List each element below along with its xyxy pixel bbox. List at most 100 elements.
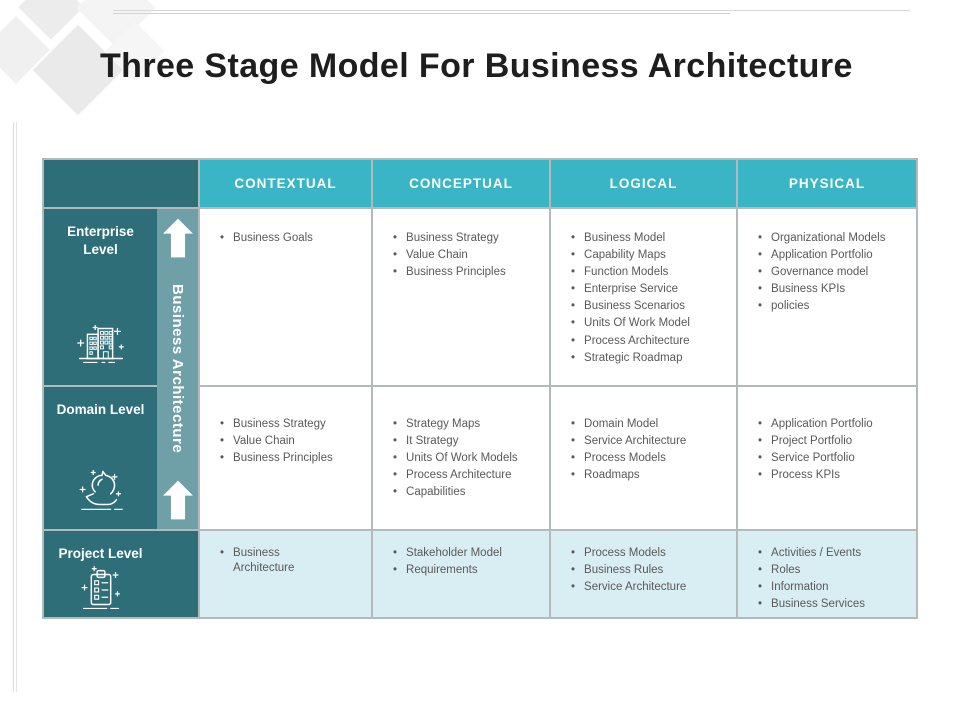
bullet-glyph: •	[758, 547, 763, 559]
row-label-text: Enterprise Level	[67, 224, 134, 257]
bullet-glyph: •	[571, 564, 576, 577]
bullet-item-text: Service Portfolio	[771, 452, 855, 465]
bullet-glyph: •	[758, 249, 763, 262]
cell-project-level-logical: •Process Models•Business Rules•Service A…	[551, 531, 736, 617]
bullet-item: •Business Model	[571, 231, 730, 246]
bullet-item: •Business Rules	[571, 563, 730, 578]
left-accent-line	[13, 122, 14, 692]
cell-enterprise-level-physical: •Organizational Models•Application Portf…	[738, 209, 916, 385]
bullet-item-text: Process KPIs	[771, 469, 841, 482]
bullet-item-text: Process Architecture	[584, 334, 690, 347]
bullet-item: • Business Scenarios	[571, 299, 730, 314]
bullet-item: •Information	[758, 580, 910, 595]
bullet-item: •Function Models	[571, 265, 730, 280]
bullet-item-text: Business Scenarios	[584, 300, 686, 313]
bullet-item: •Capability Maps	[571, 248, 730, 263]
bullet-glyph: •	[571, 300, 576, 313]
bullet-item-text: Business Model	[584, 232, 666, 244]
bullet-item-text: Domain Model	[584, 418, 659, 430]
bullet-glyph: •	[393, 266, 398, 279]
header-divider-line	[113, 13, 730, 14]
bullet-item: •Process Models	[571, 451, 730, 466]
bullet-item-text: Capability Maps	[584, 249, 666, 262]
column-header-label: PHYSICAL	[788, 176, 866, 191]
bullet-glyph: •	[758, 266, 763, 279]
bullet-glyph: •	[571, 435, 576, 448]
column-header-logical: LOGICAL	[551, 160, 736, 207]
column-header-conceptual: CONCEPTUAL	[373, 160, 549, 207]
bullet-list: • Business Goals	[220, 231, 365, 246]
bullet-item-text: Information	[771, 581, 829, 594]
bullet-item-text: Governance model	[771, 266, 869, 279]
bullet-item-text: Strategic Roadmap	[584, 351, 683, 364]
bullet-glyph: •	[571, 469, 576, 482]
bullet-item-text: Project Portfolio	[771, 435, 853, 448]
column-header-label: CONTEXTUAL	[234, 176, 337, 191]
bullet-item-text: Stakeholder Model	[406, 547, 502, 559]
left-accent-line	[16, 122, 17, 692]
bullet-item: • Service Architecture	[571, 434, 730, 449]
bullet-item-text: Service Architecture	[584, 435, 687, 448]
bullet-glyph: •	[393, 452, 398, 465]
bullet-glyph: •	[571, 547, 576, 559]
bullet-glyph: •	[393, 435, 398, 448]
bullet-item: •Units Of Work Models	[393, 451, 543, 466]
building-icon	[70, 317, 132, 371]
bullet-glyph: •	[758, 598, 763, 611]
bullet-item-text: Process Architecture	[406, 469, 512, 482]
bullet-item: • Governance model	[758, 265, 910, 280]
bullet-glyph: •	[758, 469, 763, 482]
bullet-glyph: •	[220, 232, 225, 244]
bullet-list: •Strategy Maps•It Strategy•Units Of Work…	[393, 417, 543, 500]
page-title: Three Stage Model For Business Architect…	[100, 46, 853, 85]
bullet-item: •Service Architecture	[571, 580, 730, 595]
bullet-glyph: •	[220, 418, 225, 430]
bullet-item-text: Business Goals	[233, 232, 313, 244]
bullet-glyph: •	[758, 418, 763, 430]
cell-project-level-conceptual: •Stakeholder Model•Requirements	[373, 531, 549, 617]
bullet-list: •Organizational Models•Application Portf…	[758, 231, 910, 314]
bullet-item: •Business Principles	[393, 265, 543, 280]
bullet-item: •Value Chain	[393, 248, 543, 263]
bullet-glyph: •	[571, 581, 576, 594]
bullet-item-text: Roles	[771, 564, 801, 577]
bullet-glyph: •	[220, 435, 225, 448]
row-label-text: Project Level	[58, 546, 143, 561]
bullet-item: • Process KPIs	[758, 468, 910, 483]
bullet-item: •Activities / Events	[758, 546, 910, 561]
bullet-item-text: Organizational Models	[771, 232, 886, 244]
bullet-item-text: Capabilities	[406, 486, 466, 499]
bullet-item: •Value Chain	[220, 434, 365, 449]
bullet-list: •Business Strategy•Value Chain•Business …	[220, 417, 365, 466]
bullet-item: •Service Portfolio	[758, 451, 910, 466]
cell-project-level-contextual: •Business Architecture	[200, 531, 371, 617]
bullet-item: •Units Of Work Model	[571, 316, 730, 331]
bullet-list: •Stakeholder Model•Requirements	[393, 546, 543, 578]
bullet-item: •Roadmaps	[571, 468, 730, 483]
chess-knight-icon	[70, 461, 132, 515]
column-header-label: LOGICAL	[609, 176, 678, 191]
bullet-glyph: •	[393, 469, 398, 482]
cell-domain-level-physical: •Application Portfolio•Project Portfolio…	[738, 387, 916, 529]
header-divider-line	[113, 10, 910, 11]
cell-domain-level-contextual: •Business Strategy•Value Chain•Business …	[200, 387, 371, 529]
bullet-item-text: Business Architecture	[233, 547, 295, 574]
bullet-item: •Stakeholder Model	[393, 546, 543, 561]
bullet-list: •Domain Model•Service Architecture•Proce…	[571, 417, 730, 483]
bullet-glyph: •	[393, 564, 398, 577]
bullet-glyph: •	[220, 452, 225, 465]
bullet-item: •Business Services	[758, 597, 910, 612]
bullet-item-text: Process Models	[584, 452, 666, 465]
arrow-up-icon	[162, 480, 193, 520]
bullet-item: •Organizational Models	[758, 231, 910, 246]
bullet-glyph: •	[571, 418, 576, 430]
bullet-glyph: •	[393, 232, 398, 244]
bullet-item-text: Enterprise Service	[584, 283, 678, 296]
bullet-item: •Business KPIs	[758, 282, 910, 297]
bullet-item: •Strategic Roadmap	[571, 351, 730, 366]
bullet-item: •Project Portfolio	[758, 434, 910, 449]
bullet-item-text: policies	[771, 300, 810, 313]
bullet-item: •Strategy Maps	[393, 417, 543, 432]
cell-enterprise-level-conceptual: •Business Strategy•Value Chain•Business …	[373, 209, 549, 385]
